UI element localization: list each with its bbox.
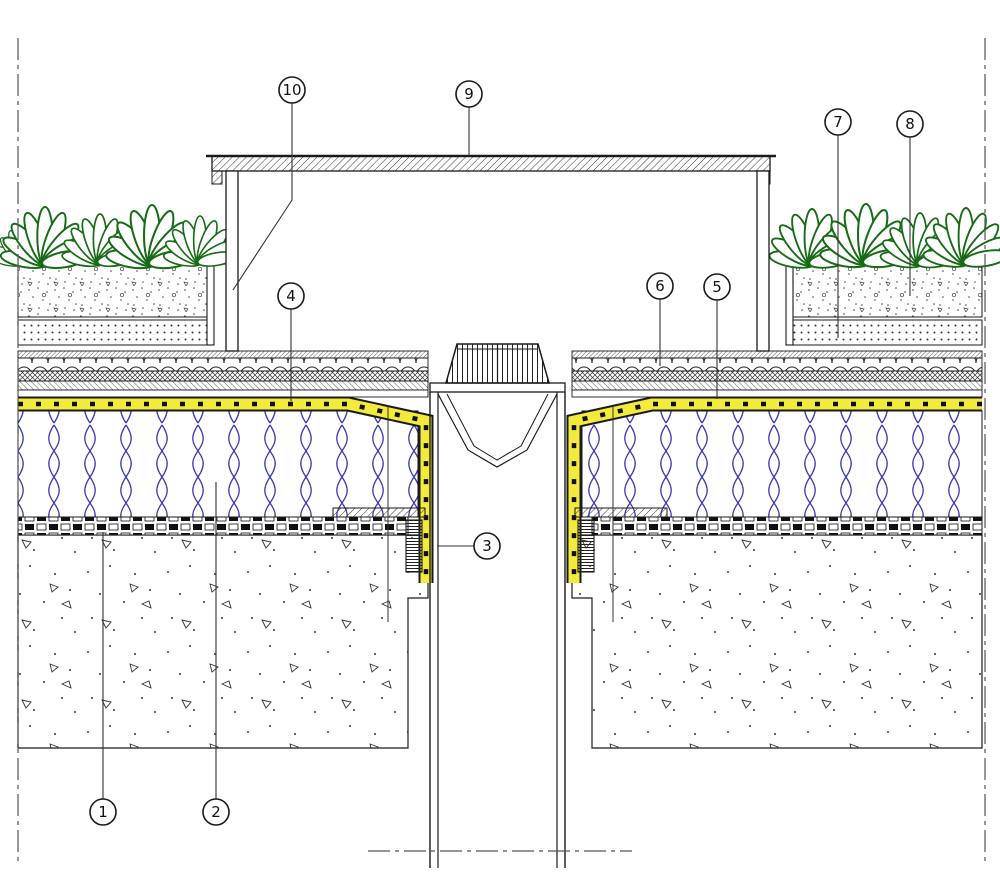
callout-4: 4 — [277, 282, 305, 401]
fixing-plate-right — [574, 507, 668, 518]
callout-10: 10 — [232, 76, 306, 291]
insulation-left — [17, 410, 419, 518]
cover-slab — [211, 155, 771, 172]
callout-9-bubble — [455, 80, 483, 108]
slip-layer-left — [17, 389, 429, 398]
concrete-slab-right — [571, 534, 983, 749]
cover-slab-assembly — [206, 154, 776, 352]
callout-2-bubble — [202, 798, 230, 826]
callout-5: 5 — [703, 273, 731, 399]
callout-3: 3 — [437, 532, 501, 560]
planter-left — [0, 203, 239, 346]
callout-8-label: 8 — [905, 115, 915, 133]
section-break-lines — [17, 38, 986, 862]
callout-2: 2 — [202, 482, 230, 826]
drain-funnel-inner — [446, 393, 549, 461]
drain-flange — [429, 382, 566, 393]
roof-buildup-layers-right — [571, 350, 983, 398]
membrane-clamp-left — [405, 519, 423, 573]
callout-1: 1 — [89, 532, 117, 826]
callout-6: 6 — [646, 272, 674, 366]
drainage-layer-left — [17, 357, 429, 372]
roof-drain — [332, 343, 668, 868]
separation-layer-right — [571, 350, 983, 359]
callout-7-label: 7 — [833, 113, 843, 131]
vapor-barrier-right — [591, 516, 983, 536]
callout-10-label: 10 — [282, 81, 301, 99]
substrate-layer-left — [17, 258, 208, 318]
concrete-slab-left — [17, 534, 429, 749]
cover-slab-end-left — [211, 170, 223, 185]
planter-edge-left — [206, 253, 215, 346]
callout-9: 9 — [455, 80, 483, 156]
callouts: 1 2 3 4 5 6 7 — [89, 76, 924, 826]
callout-4-label: 4 — [286, 287, 296, 305]
filter-layer-left — [17, 319, 208, 346]
filter-layer-right — [792, 319, 983, 346]
protection-layer-right — [571, 380, 983, 391]
support-post-left — [225, 170, 239, 352]
callout-7-bubble — [824, 108, 852, 136]
filter-fleece-right — [571, 370, 983, 382]
planter-right — [767, 202, 1000, 346]
filter-fleece-left — [17, 370, 429, 382]
callout-4-bubble — [277, 282, 305, 310]
separation-layer-left — [17, 350, 429, 359]
membrane-clamp-right — [577, 519, 595, 573]
insulation-right — [581, 410, 983, 518]
callout-5-bubble — [703, 273, 731, 301]
concrete-slab — [17, 534, 983, 749]
callout-5-label: 5 — [712, 278, 722, 296]
callout-8-bubble — [896, 110, 924, 138]
callout-1-label: 1 — [98, 803, 108, 821]
drain-funnel-outer — [437, 393, 558, 468]
insulation-layer — [17, 410, 983, 518]
callout-3-bubble — [473, 532, 501, 560]
callout-9-label: 9 — [464, 85, 474, 103]
callout-8: 8 — [896, 110, 924, 296]
vapor-barrier-left — [17, 516, 409, 536]
callout-3-label: 3 — [482, 537, 492, 555]
callout-6-bubble — [646, 272, 674, 300]
drainage-layer-right — [571, 357, 983, 372]
membrane-fasteners-right — [571, 401, 982, 583]
protection-layer-left — [17, 380, 429, 391]
slip-layer-right — [571, 389, 983, 398]
callout-1-bubble — [89, 798, 117, 826]
callout-2-label: 2 — [211, 803, 221, 821]
callout-10-leader — [232, 103, 293, 291]
roof-buildup-layers-left — [17, 350, 429, 398]
membrane-fasteners-left — [18, 401, 429, 583]
callout-6-label: 6 — [655, 277, 665, 295]
support-post-right — [756, 170, 770, 352]
fixing-plate-left — [332, 507, 426, 518]
callout-10-bubble — [278, 76, 306, 104]
callout-7: 7 — [824, 108, 852, 338]
